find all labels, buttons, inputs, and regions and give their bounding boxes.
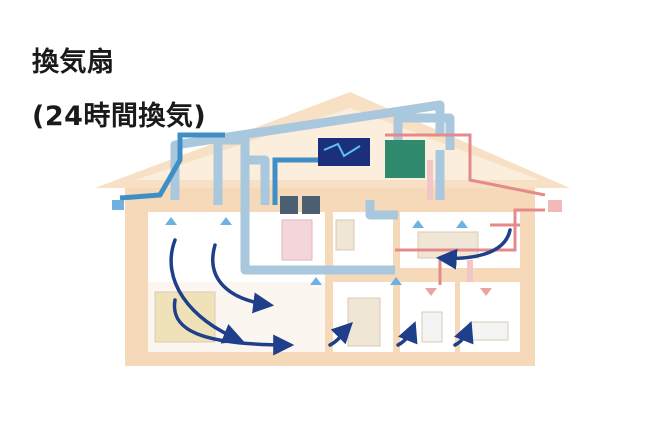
outdoor-exhaust-icon (548, 200, 562, 212)
heat-exchanger-unit (318, 138, 370, 166)
exhaust-ducts-light (427, 160, 473, 282)
vent-icons (165, 217, 468, 285)
filter-unit (385, 140, 425, 178)
airflow-arrows (169, 228, 512, 356)
exhaust-vent-icons (425, 288, 492, 296)
heading-line1: 換気扇 (32, 47, 115, 78)
outdoor-intake-icon (112, 200, 124, 210)
heading-line2: (24時間換気) (32, 101, 207, 132)
supply-duct-accent (119, 132, 318, 205)
fan-units (280, 196, 320, 214)
